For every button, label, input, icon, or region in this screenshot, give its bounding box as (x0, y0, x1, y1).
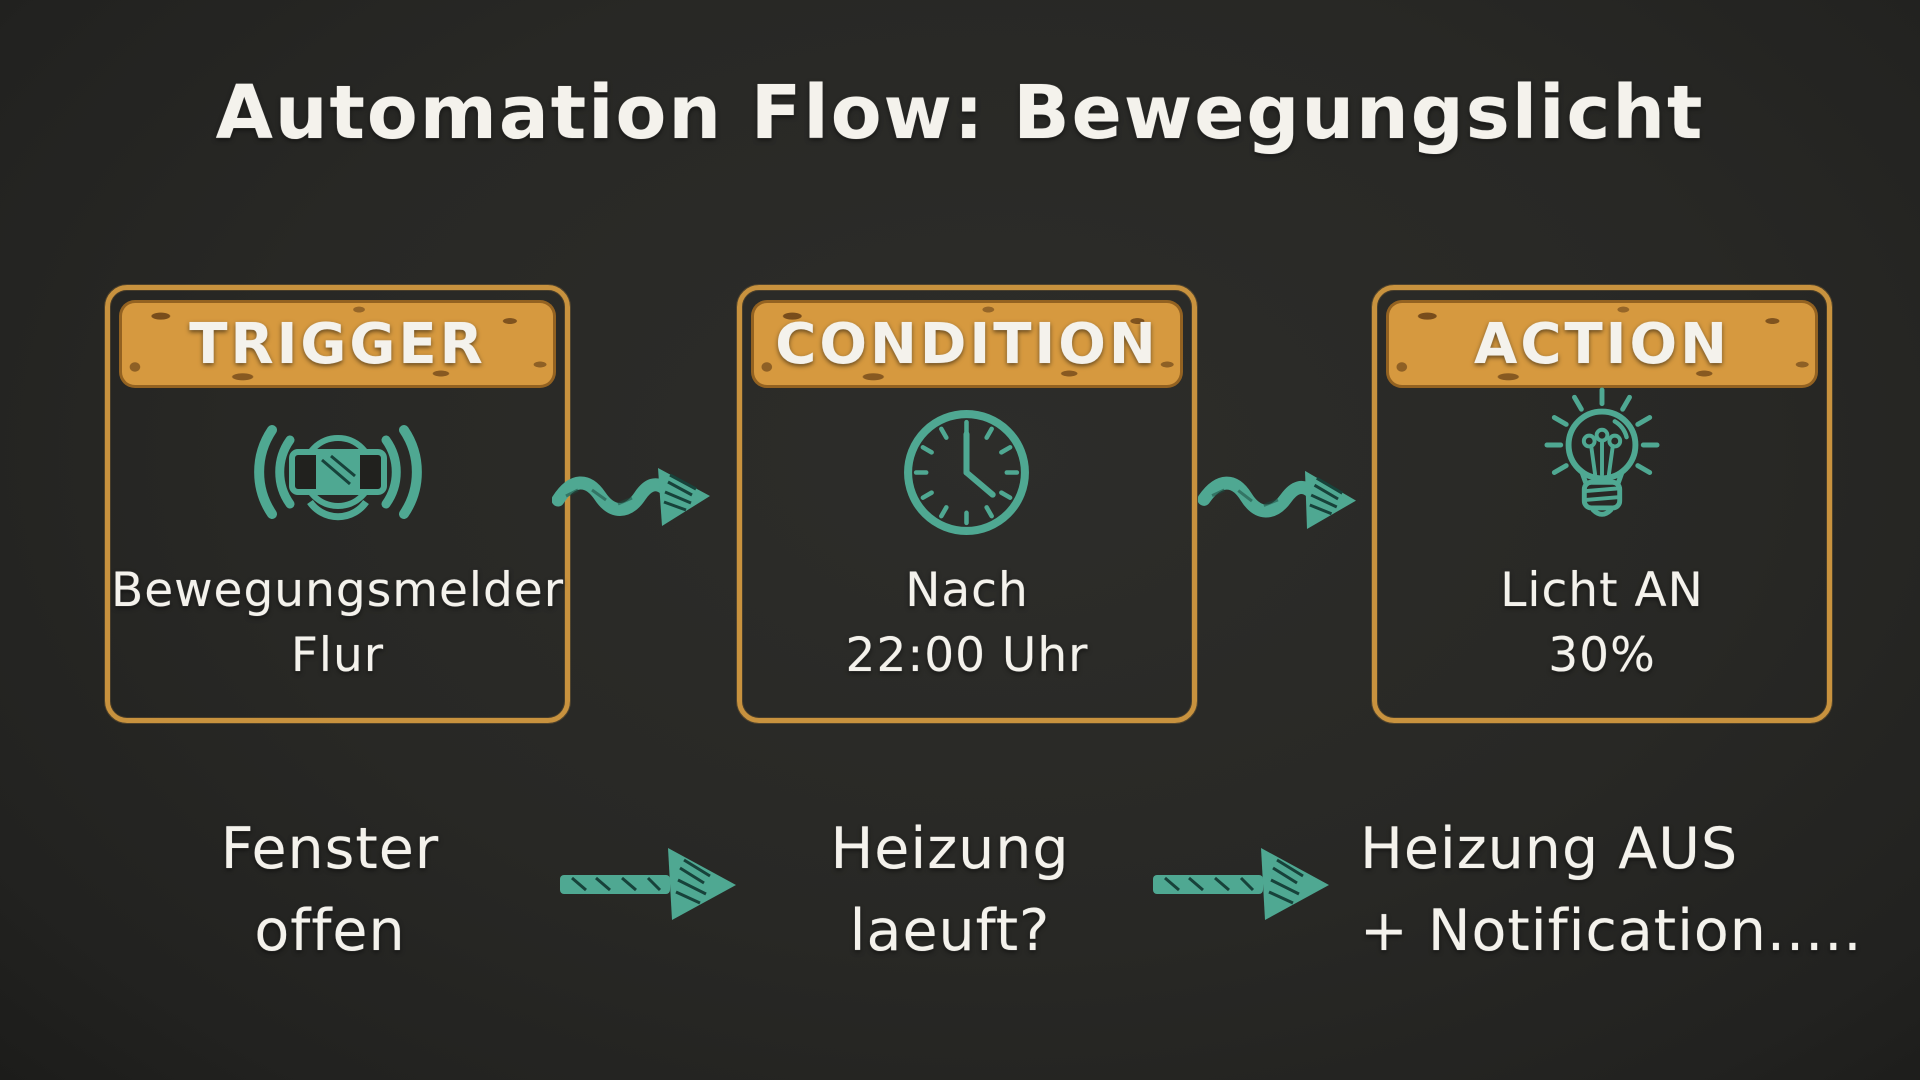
action-label: Licht AN 30% (1377, 558, 1827, 688)
action-header-badge: ACTION (1386, 300, 1818, 388)
trigger-label-line2: Flur (290, 628, 385, 683)
secondary-condition-line1: Heizung (830, 816, 1070, 882)
trigger-header-badge: TRIGGER (119, 300, 556, 388)
condition-label-line1: Nach (905, 563, 1029, 618)
action-label-line2: 30% (1548, 628, 1656, 683)
condition-label: Nach 22:00 Uhr (742, 558, 1192, 688)
secondary-trigger-line2: offen (254, 898, 406, 964)
page-title: Automation Flow: Bewegungslicht (215, 70, 1705, 156)
secondary-trigger-line1: Fenster (220, 816, 440, 882)
clock-icon (742, 390, 1192, 555)
secondary-action-line2: + Notification..... (1360, 898, 1863, 964)
wavy-arrow-icon (551, 448, 717, 547)
flow-box-condition: CONDITION Nach 22:00 Uhr (737, 285, 1197, 723)
motion-sensor-icon (110, 390, 565, 555)
secondary-flow-condition: Heizung laeuft? (750, 808, 1150, 972)
condition-label-line2: 22:00 Uhr (845, 628, 1089, 683)
secondary-condition-line2: laeuft? (849, 898, 1051, 964)
wavy-arrow-icon (1196, 447, 1364, 552)
secondary-flow-trigger: Fenster offen (110, 808, 550, 972)
secondary-action-line1: Heizung AUS (1360, 816, 1739, 882)
condition-header-badge: CONDITION (751, 300, 1183, 388)
straight-arrow-icon (1145, 838, 1335, 932)
flow-box-action: ACTION (1372, 285, 1832, 723)
flow-box-trigger: TRIGGER Bewegungsmelder Flur (105, 285, 570, 723)
lightbulb-icon (1377, 386, 1827, 555)
trigger-label-line1: Bewegungsmelder (110, 563, 565, 618)
trigger-label: Bewegungsmelder Flur (110, 558, 565, 688)
action-label-line1: Licht AN (1500, 563, 1704, 618)
secondary-flow-action: Heizung AUS + Notification..... (1360, 808, 1920, 972)
straight-arrow-icon (552, 838, 742, 932)
